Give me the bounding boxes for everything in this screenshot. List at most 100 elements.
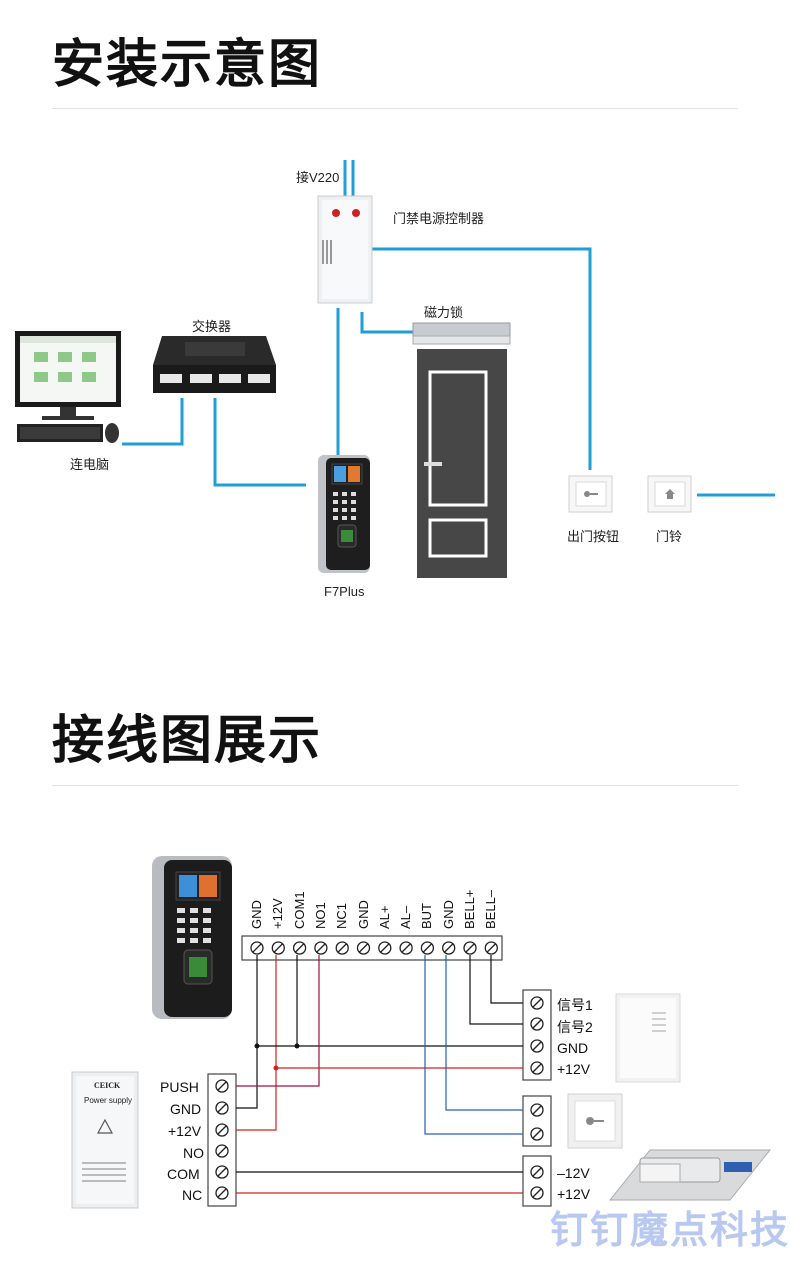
terminal-screw-slot [532, 1188, 542, 1198]
bell-label-12v: +12V [557, 1061, 591, 1077]
brand-watermark: 钉钉魔点科技 [549, 1208, 790, 1252]
terminal-screw-slot [217, 1146, 227, 1156]
wiring-diagram-title: 接线图展示 [52, 711, 323, 771]
exit-terminal-screws [530, 1103, 544, 1141]
terminal-screw-slot [444, 943, 454, 953]
magnetic-lock [412, 322, 511, 345]
terminal-screw-slot [465, 943, 475, 953]
network-cables [122, 160, 775, 497]
terminal-screw-slot [532, 1019, 542, 1029]
doorbell-device [647, 475, 692, 513]
psu-label-push: PUSH [160, 1079, 199, 1095]
wire-gnd-exit [445, 955, 523, 1111]
terminal-screw-slot [380, 943, 390, 953]
terminal-screw-slot [252, 943, 262, 953]
label-device: F7Plus [324, 584, 365, 599]
terminal-screw-slot [486, 943, 496, 953]
install-diagram [15, 160, 775, 578]
terminal-label: GND [440, 900, 456, 929]
power-supply-name: Power supply [84, 1096, 133, 1105]
label-doorbell: 门铃 [656, 529, 683, 544]
terminal-screw-slot [532, 1105, 542, 1115]
junction-dot [294, 1043, 300, 1049]
terminal-screw-slot [217, 1167, 227, 1177]
wires [236, 955, 523, 1194]
title-divider-2 [52, 785, 738, 786]
label-controller: 门禁电源控制器 [393, 211, 485, 226]
power-terminal-block [207, 1073, 237, 1207]
psu-label-com: COM [167, 1166, 200, 1182]
terminal-label: BELL+ [462, 889, 477, 929]
terminal-label: GND [249, 900, 264, 929]
power-supply-brand: CEICK [94, 1081, 121, 1090]
exit-button-product [567, 1093, 623, 1149]
bell-terminal-screws [530, 996, 544, 1075]
label-switch: 交换器 [192, 319, 232, 334]
psu-label-12v: +12V [168, 1123, 202, 1139]
terminal-label: BUT [419, 903, 435, 929]
top-terminal-screws [250, 941, 498, 955]
psu-label-no: NO [183, 1145, 204, 1161]
top-terminal-block [241, 935, 503, 961]
computer [15, 331, 121, 443]
wire-bell-minus [490, 955, 523, 1004]
terminal-screw-slot [316, 943, 326, 953]
terminal-screw-slot [422, 943, 432, 953]
terminal-screw-slot [532, 1063, 542, 1073]
lock-label-plus12v: +12V [557, 1186, 591, 1202]
junction-dot [273, 1065, 279, 1071]
bell-label-signal2: 信号2 [557, 1019, 593, 1035]
power-controller [317, 195, 373, 304]
terminal-label: BELL– [483, 889, 499, 929]
power-terminal-screws [215, 1079, 229, 1200]
terminal-screw-slot [217, 1081, 227, 1091]
label-maglock: 磁力锁 [424, 305, 464, 320]
title-divider [52, 108, 738, 109]
bolt-lock-product [608, 1149, 772, 1201]
power-supply [71, 1071, 139, 1209]
label-pc: 连电脑 [70, 457, 110, 472]
terminal-screw-slot [532, 998, 542, 1008]
terminal-screw-slot [273, 943, 283, 953]
psu-label-gnd: GND [170, 1101, 202, 1117]
install-diagram-title: 安装示意图 [52, 35, 323, 95]
bell-label-gnd: GND [557, 1040, 589, 1056]
exit-button-device [568, 475, 613, 513]
terminal-label: COM1 [291, 891, 307, 929]
doorbell-product [615, 993, 681, 1083]
bell-label-signal1: 信号1 [557, 997, 593, 1013]
terminal-screw-slot [532, 1167, 542, 1177]
terminal-label: NO1 [312, 902, 328, 929]
junction-dot [254, 1043, 260, 1049]
terminal-label: GND [355, 900, 371, 929]
lock-terminal-screws [530, 1165, 544, 1200]
wire-bell-plus [469, 955, 523, 1025]
label-power-in: 接V220 [296, 170, 340, 185]
terminal-label: AL+ [376, 905, 392, 930]
door [417, 349, 507, 578]
terminal-screw-slot [359, 943, 368, 953]
psu-label-nc: NC [182, 1187, 203, 1203]
network-switch [153, 336, 276, 393]
terminal-screw-slot [217, 1103, 227, 1113]
terminal-screw-slot [295, 943, 305, 953]
terminal-screw-slot [217, 1188, 227, 1198]
wire-gnd [236, 955, 258, 1109]
wire-com1 [296, 955, 523, 1047]
terminal-screw-slot [532, 1041, 542, 1051]
lock-label-minus12v: –12V [557, 1165, 590, 1181]
label-exit-button: 出门按钮 [567, 529, 620, 544]
terminal-screw-slot [337, 943, 347, 953]
terminal-label: AL– [398, 905, 414, 929]
wire-12v [236, 955, 277, 1131]
terminal-label: +12V [270, 898, 286, 929]
terminal-screw-slot [532, 1129, 542, 1139]
f7plus-device [318, 455, 370, 573]
wire-no1 [236, 955, 320, 1087]
terminal-screw-slot [401, 943, 411, 953]
terminal-label: NC1 [334, 902, 350, 929]
wire-but [424, 955, 523, 1135]
terminal-screw-slot [217, 1125, 227, 1135]
f7plus-device-large [152, 856, 232, 1019]
